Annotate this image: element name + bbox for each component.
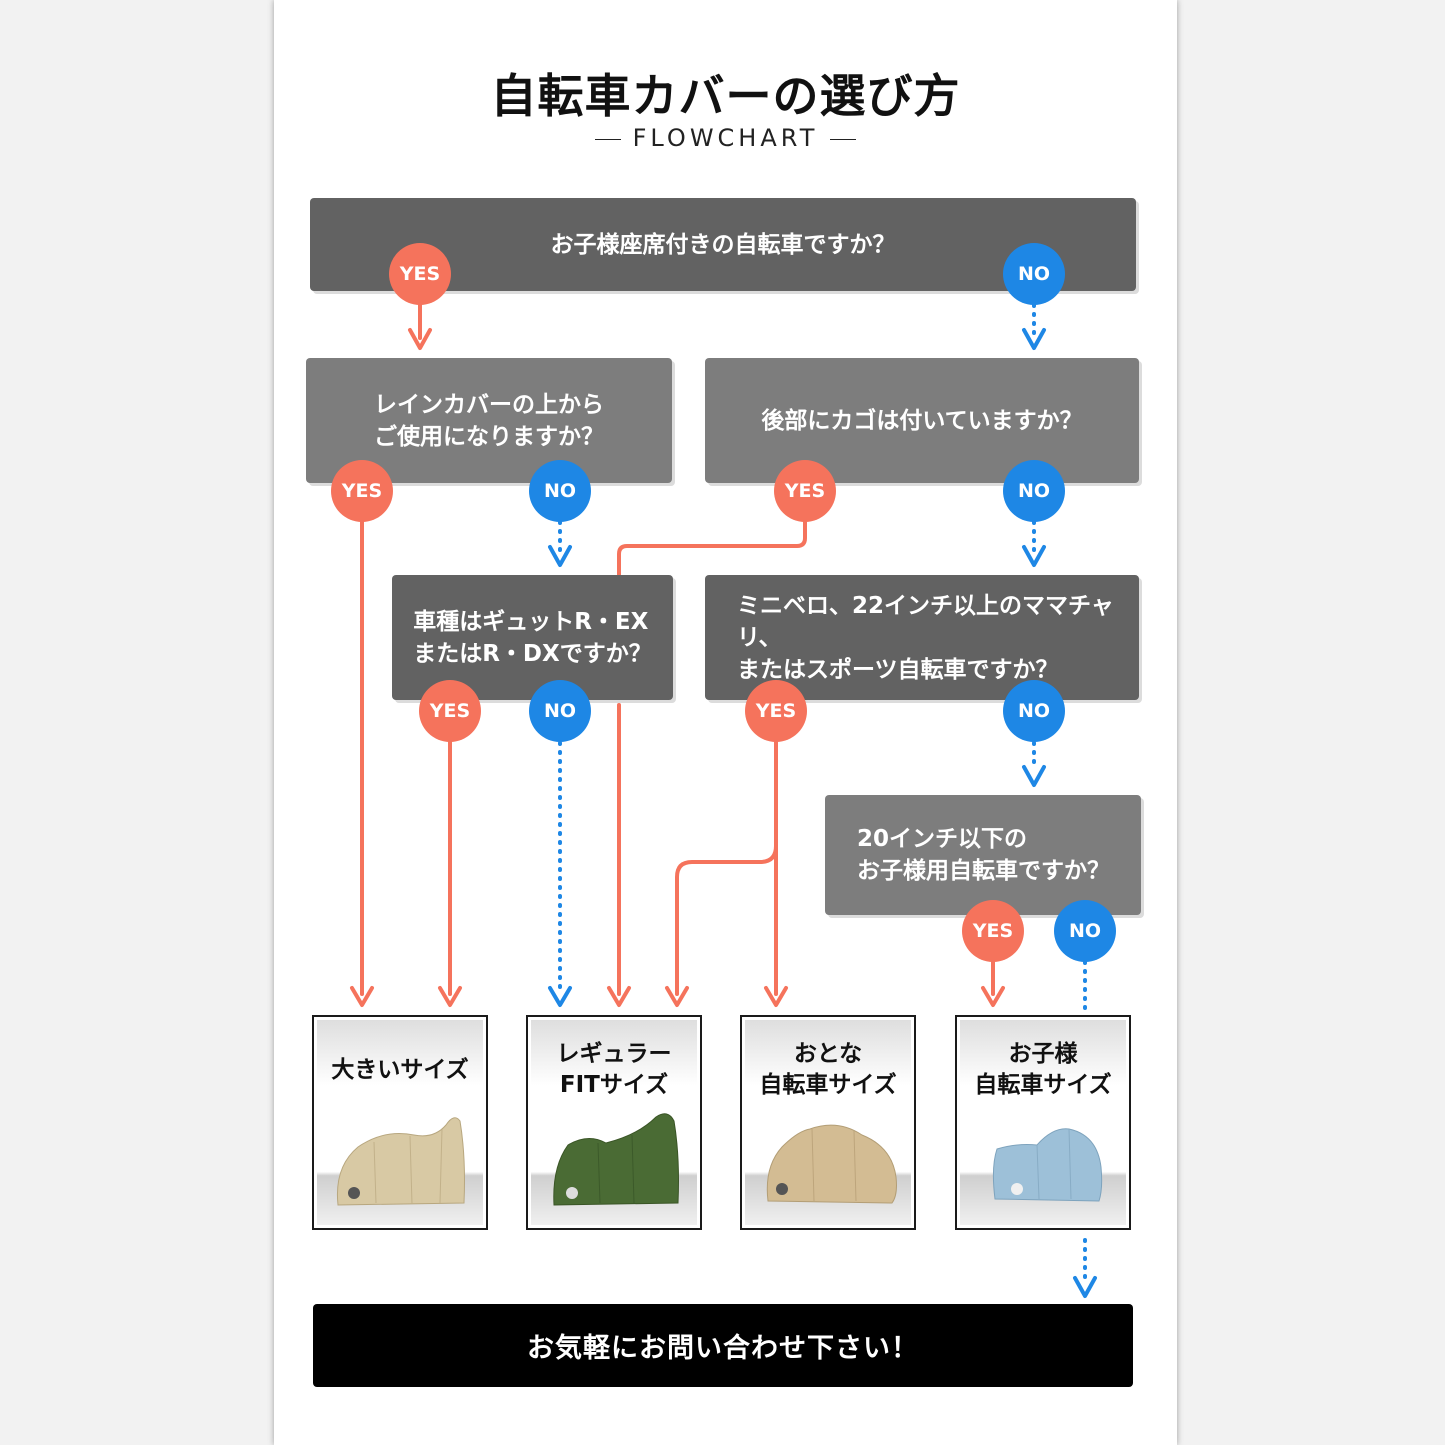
arrowhead-q3-no <box>1022 545 1046 567</box>
arrowhead-q4-yes <box>438 986 462 1007</box>
badge-q2-no: NO <box>529 460 591 522</box>
badge-q3-no: NO <box>1003 460 1065 522</box>
bike-cover-large-icon <box>336 1117 465 1206</box>
question-bike-type: ミニベロ、22インチ以上のママチャリ、 またはスポーツ自転車ですか？ <box>705 575 1139 700</box>
path-q3-yes <box>617 514 807 577</box>
question-kids-bike-text: 20インチ以下の お子様用自転車ですか？ <box>857 826 1110 884</box>
arrowhead-q2-no <box>548 545 572 567</box>
arrowhead-q5-yes <box>764 986 788 1007</box>
bike-cover-regular-icon <box>553 1113 679 1206</box>
question-model-text: 車種はギュットR・EX またはR・DXですか？ <box>413 608 652 667</box>
question-child-seat-text: お子様座席付きの自転車ですか？ <box>550 231 896 258</box>
arrowhead-q1-no <box>1022 328 1046 350</box>
badge-q6-yes: YES <box>962 900 1024 962</box>
badge-q6-no: NO <box>1054 900 1116 962</box>
result-regular-fit-size[interactable]: レギュラー FITサイズ <box>526 1015 702 1230</box>
result-kids-bike-size[interactable]: お子様 自転車サイズ <box>955 1015 1131 1230</box>
arrowhead-q5-no <box>1022 765 1046 787</box>
result-adult-bike-size-label: おとな 自転車サイズ <box>759 1041 897 1098</box>
path-q5-yes-branch <box>675 844 778 996</box>
result-regular-fit-size-label: レギュラー FITサイズ <box>556 1041 672 1098</box>
arrowhead-q4-no <box>548 986 572 1007</box>
contact-button[interactable]: お気軽にお問い合わせ下さい！ <box>313 1304 1133 1387</box>
result-large-size[interactable]: 大きいサイズ <box>312 1015 488 1230</box>
subtitle-dash-left <box>594 138 621 140</box>
result-kids-bike-size-label: お子様 自転車サイズ <box>974 1041 1112 1098</box>
badge-q2-yes: YES <box>331 460 393 522</box>
page-title: 自転車カバーの選び方 <box>490 69 961 123</box>
question-rain-cover-text: レインカバーの上から ご使用になりますか？ <box>374 391 604 450</box>
arrowhead-q1-yes <box>408 328 432 350</box>
arrowhead-q5-yes-branch <box>665 986 689 1007</box>
page-subtitle: FLOWCHART <box>274 124 1177 152</box>
badge-q4-no: NO <box>529 680 591 742</box>
arrowhead-large <box>350 986 374 1007</box>
question-rear-basket: 後部にカゴは付いていますか？ <box>705 358 1139 483</box>
arrowhead-contact <box>1073 1276 1097 1298</box>
badge-q3-yes: YES <box>774 460 836 522</box>
subtitle-text: FLOWCHART <box>632 124 819 152</box>
question-bike-type-text: ミニベロ、22インチ以上のママチャリ、 またはスポーツ自転車ですか？ <box>737 592 1114 683</box>
question-kids-bike: 20インチ以下の お子様用自転車ですか？ <box>825 795 1141 915</box>
subtitle-dash-right <box>830 138 857 140</box>
bike-cover-adult-icon <box>766 1124 897 1204</box>
result-large-size-label: 大きいサイズ <box>331 1057 469 1083</box>
question-rear-basket-text: 後部にカゴは付いていますか？ <box>761 407 1083 434</box>
badge-q5-no: NO <box>1003 680 1065 742</box>
badge-q1-yes: YES <box>389 243 451 305</box>
arrowhead-q6-yes <box>981 986 1005 1007</box>
arrowhead-q3-yes <box>607 986 631 1007</box>
badge-q4-yes: YES <box>419 680 481 742</box>
badge-q1-no: NO <box>1003 243 1065 305</box>
badge-q5-yes: YES <box>745 680 807 742</box>
question-model: 車種はギュットR・EX またはR・DXですか？ <box>392 575 673 700</box>
result-adult-bike-size[interactable]: おとな 自転車サイズ <box>740 1015 916 1230</box>
bike-cover-kids-icon <box>992 1128 1103 1202</box>
